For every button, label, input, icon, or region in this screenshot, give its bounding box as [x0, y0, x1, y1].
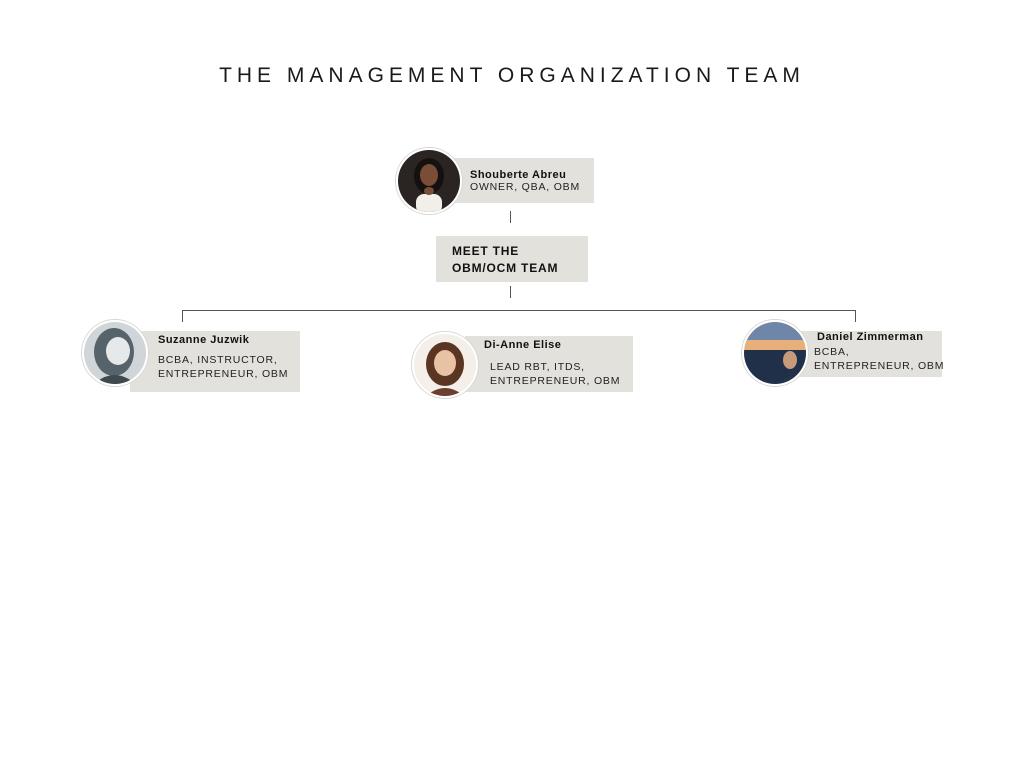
- person-name: Di-Anne Elise: [484, 339, 562, 351]
- person-name: Shouberte Abreu: [470, 169, 567, 181]
- person-role: OWNER, QBA, OBM: [470, 181, 581, 193]
- person-role: BCBA, INSTRUCTOR, ENTREPRENEUR, OBM: [158, 354, 289, 380]
- person-name: Daniel Zimmerman: [817, 331, 924, 343]
- page-title: THE MANAGEMENT ORGANIZATION TEAM: [219, 64, 805, 87]
- person-card-1: Suzanne Juzwik BCBA, INSTRUCTOR, ENTREPR…: [130, 331, 300, 392]
- person-role: BCBA, ENTREPRENEUR, OBM: [814, 346, 945, 372]
- group-box: MEET THE OBM/OCM TEAM: [436, 236, 588, 282]
- person-card-2: Di-Anne Elise LEAD RBT, ITDS, ENTREPRENE…: [465, 336, 633, 392]
- person-card-top: Shouberte Abreu OWNER, QBA, OBM: [450, 158, 594, 203]
- person-name: Suzanne Juzwik: [158, 334, 250, 346]
- person-card-3: Daniel Zimmerman BCBA, ENTREPRENEUR, OBM: [790, 331, 945, 377]
- person-portrait-icon: [82, 320, 148, 386]
- person-portrait-icon: [396, 148, 462, 214]
- person-role: LEAD RBT, ITDS, ENTREPRENEUR, OBM: [490, 361, 621, 387]
- group-label: MEET THE OBM/OCM TEAM: [452, 244, 559, 275]
- person-portrait-icon: [412, 332, 478, 398]
- person-portrait-icon: [742, 320, 808, 386]
